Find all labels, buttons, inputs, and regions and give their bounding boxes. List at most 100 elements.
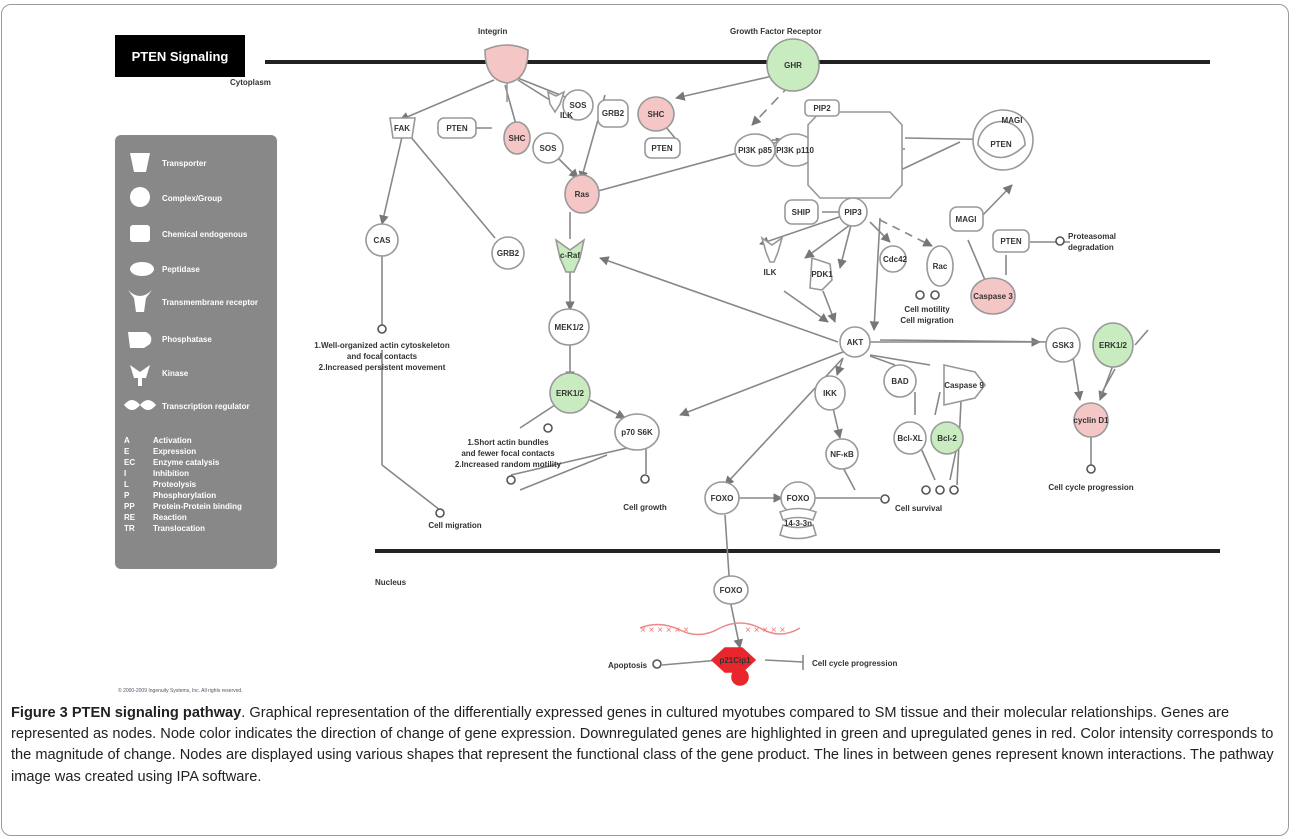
grb2-top-node bbox=[597, 99, 629, 128]
pten-right-node bbox=[992, 229, 1030, 253]
motility-label-1: Cell motility bbox=[904, 305, 950, 314]
legend-box bbox=[115, 135, 277, 569]
magi-mid-node bbox=[949, 206, 984, 232]
cell-migration-label: Cell migration bbox=[428, 521, 481, 530]
pip2-label: PIP2 bbox=[813, 104, 831, 113]
grb2-left-label: GRB2 bbox=[497, 249, 520, 258]
figure-caption: Figure 3 PTEN signaling pathway. Graphic… bbox=[11, 703, 1283, 788]
abbr-text-0: Activation bbox=[153, 436, 192, 445]
erk12-mid-node bbox=[549, 372, 591, 414]
complex-icon bbox=[130, 187, 150, 207]
dna-marks: × × × × × × bbox=[640, 625, 689, 636]
erk12-mid-label: ERK1/2 bbox=[556, 389, 585, 398]
cell-survival-label: Cell survival bbox=[895, 504, 942, 513]
grb2-left-node bbox=[491, 236, 525, 270]
outcome-labels: Proteasomal degradation Cell motility Ce… bbox=[314, 232, 1134, 670]
short-label-1: 1.Short actin bundles bbox=[467, 438, 549, 447]
craf-label: c-Raf bbox=[560, 251, 580, 260]
pdk1-node bbox=[809, 256, 833, 291]
node-labels: GHR SHC SOS GRB2 ILK FAK PTEN SHC SOS PT… bbox=[374, 61, 1128, 665]
ghr-node bbox=[766, 38, 820, 92]
p70s6k-node bbox=[614, 413, 660, 451]
p70s6k-label: p70 S6K bbox=[621, 428, 653, 437]
legend-icons bbox=[124, 153, 156, 410]
pathway-nodes bbox=[365, 38, 1134, 686]
abbr-text-3: Inhibition bbox=[153, 469, 189, 478]
cas-label: CAS bbox=[374, 236, 392, 245]
sos-mid-node bbox=[532, 132, 564, 164]
dna-strand bbox=[639, 622, 801, 636]
abbr-code-7: RE bbox=[124, 513, 136, 522]
pi3k-p110-label: PI3K p110 bbox=[776, 146, 814, 155]
outcome-markers bbox=[377, 236, 1096, 669]
cycle-bottom-label: Cell cycle progression bbox=[812, 659, 897, 668]
ship-node bbox=[784, 199, 819, 225]
abbr-code-6: PP bbox=[124, 502, 135, 511]
foxo2-label: FOXO bbox=[787, 494, 810, 503]
cdc42-label: Cdc42 bbox=[883, 255, 908, 264]
pip3-label: PIP3 bbox=[844, 208, 862, 217]
pdk1-label: PDK1 bbox=[811, 270, 833, 279]
cytoplasm-label: Cytoplasm bbox=[230, 78, 271, 87]
abbr-text-8: Translocation bbox=[153, 524, 205, 533]
motility-label-2: Cell migration bbox=[900, 316, 953, 325]
abbr-text-4: Proteolysis bbox=[153, 480, 197, 489]
short-label-2: and fewer focal contacts bbox=[461, 449, 555, 458]
grb2-top-label: GRB2 bbox=[602, 109, 625, 118]
nfkb-node bbox=[825, 438, 859, 470]
gfr-label: Growth Factor Receptor bbox=[730, 27, 822, 36]
ship-label: SHIP bbox=[792, 208, 811, 217]
transcription-regulator-icon bbox=[124, 400, 156, 410]
cas-node bbox=[365, 223, 399, 257]
caspase3-node bbox=[970, 277, 1016, 315]
abbr-code-5: P bbox=[124, 491, 130, 500]
cyclin-d1-label: cyclin D1 bbox=[1073, 416, 1109, 425]
abbr-text-1: Expression bbox=[153, 447, 196, 456]
mek12-node bbox=[548, 308, 590, 346]
abbr-code-0: A bbox=[124, 436, 130, 445]
proteasomal-label-1: Proteasomal bbox=[1068, 232, 1116, 241]
actin-label-1: 1.Well-organized actin cytoskeleton bbox=[314, 341, 450, 350]
legend-item-3: Peptidase bbox=[162, 265, 200, 274]
sos-mid-label: SOS bbox=[540, 144, 558, 153]
pip3-node bbox=[838, 197, 868, 227]
cyclin-d1-node bbox=[1073, 402, 1109, 438]
actin-label-3: 2.Increased persistent movement bbox=[319, 363, 446, 372]
title-box bbox=[115, 35, 245, 77]
dna-marks-2: × × × × × bbox=[745, 625, 785, 636]
diagram-title: PTEN Signaling bbox=[132, 49, 229, 64]
sos-top-node bbox=[562, 89, 594, 121]
abbr-text-7: Reaction bbox=[153, 513, 187, 522]
akt-node bbox=[839, 326, 871, 358]
bcl2-node bbox=[930, 421, 964, 455]
ilk-top-label: ILK bbox=[560, 111, 573, 120]
shc-top-node bbox=[637, 96, 675, 132]
sos-top-label: SOS bbox=[570, 101, 588, 110]
cell-growth-label: Cell growth bbox=[623, 503, 667, 512]
abbr-code-1: E bbox=[124, 447, 130, 456]
ghr-label: GHR bbox=[784, 61, 802, 70]
p21-label: p21Cip1 bbox=[719, 656, 751, 665]
caspase9-node bbox=[943, 363, 987, 407]
ilk-top-node bbox=[546, 90, 566, 114]
proteasomal-label-2: degradation bbox=[1068, 243, 1114, 252]
abbr-text-2: Enzyme catalysis bbox=[153, 458, 220, 467]
ras-node bbox=[564, 174, 600, 214]
rac-node bbox=[926, 245, 954, 287]
transmembrane-receptor-icon bbox=[128, 290, 152, 312]
erk12-right-node bbox=[1092, 322, 1134, 368]
short-label-3: 2.Increased random motility bbox=[455, 460, 562, 469]
rac-label: Rac bbox=[933, 262, 948, 271]
integrin-receptor bbox=[484, 44, 529, 84]
legend-item-4: Transmembrane receptor bbox=[162, 298, 258, 307]
magi-top-label: MAGI bbox=[1002, 116, 1023, 125]
caspase9-label: Caspase 9 bbox=[944, 381, 984, 390]
nucleus-label: Nucleus bbox=[375, 578, 407, 587]
pten-mid-label: PTEN bbox=[651, 144, 673, 153]
bclxl-label: Bcl-XL bbox=[897, 434, 922, 443]
bclxl-node bbox=[893, 421, 927, 455]
pten-magi-node bbox=[977, 120, 1026, 159]
shc-left-node bbox=[503, 121, 531, 155]
bad-label: BAD bbox=[891, 377, 909, 386]
peptidase-icon bbox=[130, 262, 154, 276]
